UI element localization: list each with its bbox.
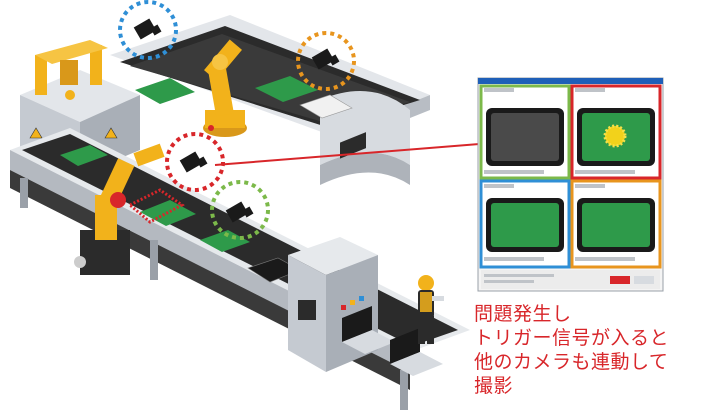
- camera-icon-red: [165, 132, 225, 192]
- pcb-board: [135, 78, 195, 104]
- laptop-icon: [390, 328, 443, 376]
- caption-text: 問題発生し トリガー信号が入ると 他のカメラも連動して 撮影: [474, 302, 700, 398]
- camera-icon-blue: [118, 0, 178, 60]
- robot-arm-icon: [203, 39, 247, 137]
- status-indicator: [610, 276, 630, 284]
- pcb-board: [200, 230, 250, 252]
- monitor-pane-1: [479, 84, 571, 180]
- camera-monitor-window: [477, 77, 664, 292]
- monitor-pane-3: [479, 179, 571, 269]
- camera-icon-green: [210, 180, 270, 240]
- worker-icon: [418, 275, 444, 344]
- caption-line-3: 他のカメラも連動して: [474, 351, 669, 373]
- trigger-flash: [127, 188, 185, 224]
- caption-line-1: 問題発生し: [474, 303, 572, 325]
- upper-conveyor: [110, 15, 430, 185]
- robot-arm-icon: [74, 143, 165, 275]
- caption-line-2: トリガー信号が入ると: [474, 327, 670, 349]
- monitor-pane-4: [570, 179, 662, 269]
- camera-icon-orange: [296, 31, 356, 91]
- laptop-icon: [342, 306, 395, 354]
- pcb-board: [60, 145, 108, 166]
- caption-line-4: 撮影: [474, 375, 514, 397]
- inspection-machine-icon: [288, 132, 378, 372]
- monitor-pane-2: [570, 84, 662, 180]
- pcb-board: [255, 76, 318, 102]
